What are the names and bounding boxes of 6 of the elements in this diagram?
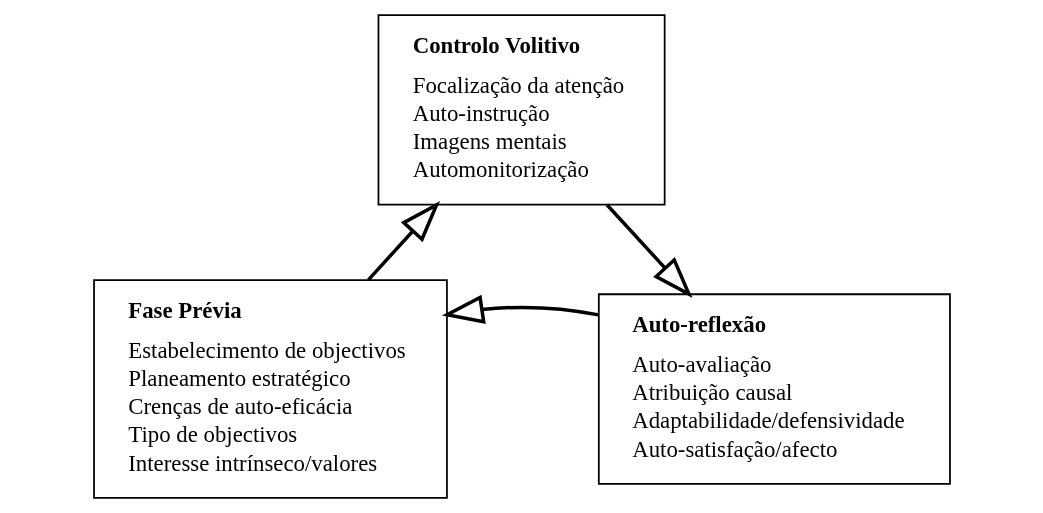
arrow [441,294,599,324]
arrow [605,203,692,298]
arrow [366,201,440,281]
node-box: Controlo Volitivo Focalização da atenção Auto-instrução Imagens mentais Automonitorização [377,14,666,206]
node-box: Fase Prévia Estabelecimento de objectivos Planeamento estratégico Crenças de auto-eficácia Tipo de objectivos Interesse intrínseco/valores [92,279,448,499]
node-box: Auto-reflexão Auto-avaliação Atribuição causal Adaptabilidade/defensividade Auto-satisfação/afecto [597,293,951,485]
